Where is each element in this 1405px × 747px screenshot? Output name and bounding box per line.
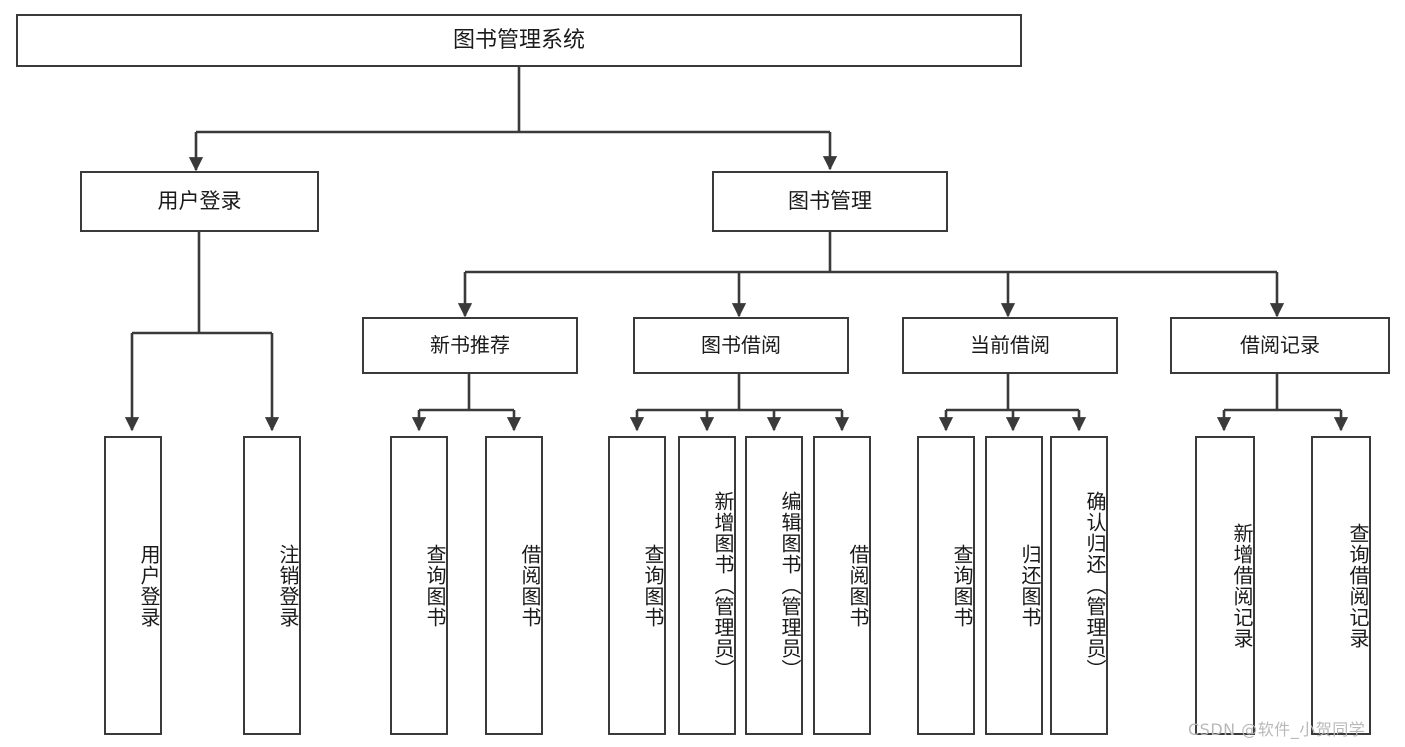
leaf-currentborrow-return-books[interactable]: 归还图书 xyxy=(985,436,1043,735)
node-book-management[interactable]: 图书管理 xyxy=(712,171,948,232)
node-book-borrowing[interactable]: 图书借阅 xyxy=(633,317,849,374)
node-label: 新增图书（管理员） xyxy=(711,491,735,680)
leaf-newbook-query-books[interactable]: 查询图书 xyxy=(390,436,448,735)
leaf-user-login-signin[interactable]: 用户登录 xyxy=(104,436,162,735)
node-label: 图书借阅 xyxy=(701,332,781,357)
leaf-records-add-record[interactable]: 新增借阅记录 xyxy=(1195,436,1255,735)
node-borrowing-records[interactable]: 借阅记录 xyxy=(1170,317,1390,374)
node-label: 借阅记录 xyxy=(1240,332,1320,357)
leaf-records-query-record[interactable]: 查询借阅记录 xyxy=(1311,436,1371,735)
leaf-bookborrow-borrow-books[interactable]: 借阅图书 xyxy=(813,436,871,735)
leaf-newbook-borrow-books[interactable]: 借阅图书 xyxy=(485,436,543,735)
csdn-watermark: CSDN @软件_小贺同学 xyxy=(1188,720,1366,739)
node-label: 借阅图书 xyxy=(518,543,542,628)
leaf-bookborrow-add-book-admin[interactable]: 新增图书（管理员） xyxy=(678,436,736,735)
node-label: 查询图书 xyxy=(641,543,665,628)
node-label: 图书管理系统 xyxy=(452,27,585,53)
node-label: 归还图书 xyxy=(1018,543,1042,628)
leaf-user-login-signout[interactable]: 注销登录 xyxy=(243,436,301,735)
node-user-login[interactable]: 用户登录 xyxy=(80,171,319,232)
node-label: 新增借阅记录 xyxy=(1230,522,1254,649)
leaf-bookborrow-edit-book-admin[interactable]: 编辑图书（管理员） xyxy=(745,436,803,735)
node-label: 注销登录 xyxy=(276,543,300,628)
node-label: 编辑图书（管理员） xyxy=(778,491,802,680)
leaf-currentborrow-query-books[interactable]: 查询图书 xyxy=(917,436,975,735)
node-current-borrowing[interactable]: 当前借阅 xyxy=(902,317,1118,374)
node-label: 新书推荐 xyxy=(430,332,510,357)
node-label: 确认归还（管理员） xyxy=(1083,491,1107,680)
node-label: 图书管理 xyxy=(788,189,872,214)
leaf-bookborrow-query-books[interactable]: 查询图书 xyxy=(608,436,666,735)
node-label: 当前借阅 xyxy=(970,332,1050,357)
node-new-book-recommendation[interactable]: 新书推荐 xyxy=(362,317,578,374)
node-label: 查询图书 xyxy=(950,543,974,628)
node-root-book-management-system[interactable]: 图书管理系统 xyxy=(16,14,1022,67)
node-label: 借阅图书 xyxy=(846,543,870,628)
node-label: 查询图书 xyxy=(423,543,447,628)
node-label: 用户登录 xyxy=(157,189,242,214)
node-label: 用户登录 xyxy=(137,543,161,628)
leaf-currentborrow-confirm-return-admin[interactable]: 确认归还（管理员） xyxy=(1050,436,1108,735)
node-label: 查询借阅记录 xyxy=(1346,522,1370,649)
